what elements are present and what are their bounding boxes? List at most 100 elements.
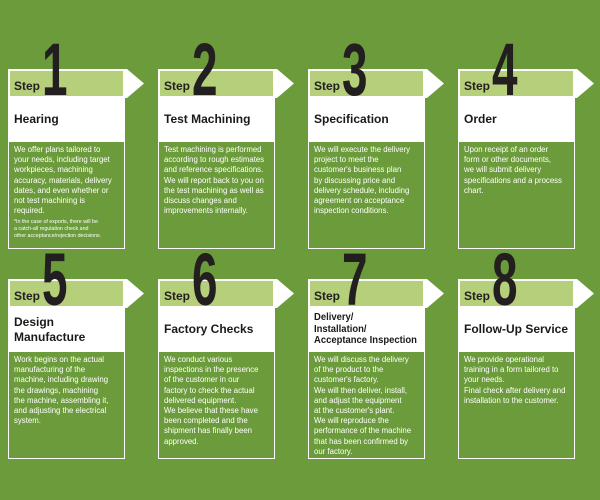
description-line: We will execute the delivery [314,145,411,154]
description-line: factory to check the actual [164,385,255,395]
step-title: Hearing [8,98,125,141]
description-line: installation to the customer. [464,395,559,405]
step-header [160,71,273,96]
title-line: Manufacture [14,329,86,344]
step-number: 4 [492,28,518,111]
description-line: inspections in the presence [164,365,259,375]
description-line: discuss changes and [164,196,237,206]
description-line: been completed and the [164,416,248,426]
step-label: Step [14,79,41,93]
step-title: Follow-Up Service [458,308,575,351]
step-number: 3 [342,28,368,111]
description-line: Work begins on the actual [14,355,105,364]
step-header [460,281,573,306]
description-line: and adjusting the electrical [14,406,107,416]
title-line: Design [14,314,55,329]
step-number: 1 [42,28,68,111]
description-line: chart. [464,185,484,195]
description-line: improvements internally. [164,206,248,216]
description-line: at the customer's plant. [314,406,395,416]
step-title: Specification [308,98,425,141]
description-line: We will discuss the delivery [314,355,409,364]
step-number: 5 [42,238,68,321]
description-line: We provide operational [464,355,545,364]
step-label: Step [164,79,191,93]
description-line: required. [14,206,45,216]
title-line: Acceptance Inspection [314,334,417,346]
title-line: Order [464,112,497,126]
step-header [310,71,423,96]
description-line: training in a form tailored to [464,365,559,375]
description-line: form or other documents, [464,155,552,165]
footnote-line: a catch-all regulation check and [14,226,89,233]
step-card-7: Step 7 Delivery/Installation/Acceptance … [308,243,444,459]
description-line: We will then deliver, install, [314,385,408,395]
step-header [10,71,123,96]
description-line: customer's factory. [314,375,379,385]
description-line: dates, and even whether or [14,185,109,195]
title-line: Factory Checks [164,322,254,336]
step-number: 6 [192,238,218,321]
step-title: Factory Checks [158,308,275,351]
step-number: 8 [492,238,518,321]
step-header [10,281,123,306]
description-line: your needs, including target [14,155,110,165]
step-title: Order [458,98,575,141]
description-line: and reference specifications. [164,165,264,175]
description-line: customer's business plan [314,165,402,175]
description-line: delivery schedule, including [314,185,410,195]
description-line: inspection conditions. [314,206,389,216]
description-line: that has been confirmed by [314,436,409,446]
description-line: delivered equipment. [164,395,237,405]
step-card-8: Step 8 Follow-Up Service We provide oper… [458,243,594,459]
step-number: 7 [342,238,368,321]
description-line: We offer plans tailored to [14,145,101,154]
description-line: We will reproduce the [314,416,389,426]
step-card-3: Step 3 Specification We will execute the… [308,33,444,249]
description-line: the machine, assembling it, [14,395,109,405]
description-line: project to meet the [314,155,379,165]
step-title: Delivery/Installation/Acceptance Inspect… [308,308,425,351]
step-title: Test Machining [158,98,275,141]
description-line: and adjust the equipment [314,395,402,405]
title-line: Installation/ [314,322,367,335]
step-label: Step [314,289,341,303]
description-line: we will submit delivery [464,165,542,175]
description-line: not test machining is [14,196,86,206]
description-line: Test machining is performed [164,145,262,154]
title-line: Delivery/ [314,311,354,323]
step-label: Step [164,289,191,303]
description-line: approved. [164,436,199,446]
description-line: accuracy, materials, delivery [14,175,112,185]
description-line: system. [14,416,41,426]
description-line: the drawings, machining [14,385,99,395]
description-line: We will report back to you on [164,175,264,185]
description-line: by discussing price and [314,175,396,185]
step-label: Step [464,79,491,93]
title-line: Follow-Up Service [464,322,569,336]
step-header [310,281,423,306]
description-line: We believe that these have [164,406,258,416]
description-line: We conduct various [164,355,233,364]
step-number: 2 [192,28,218,111]
description-line: agreement on acceptance [314,196,405,206]
description-line: specifications and a process [464,175,562,185]
description-line: machine, including drawing [14,375,109,385]
